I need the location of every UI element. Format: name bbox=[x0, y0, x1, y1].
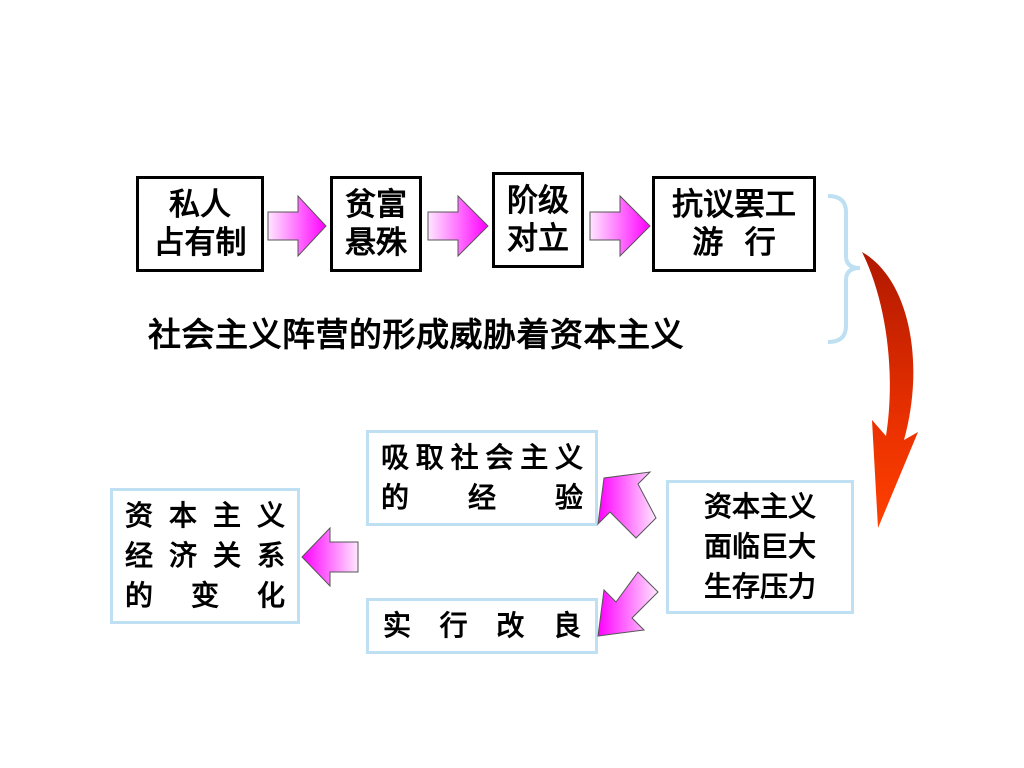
box-line: 对立 bbox=[507, 221, 569, 257]
char: 经 bbox=[467, 481, 496, 514]
char: 取 bbox=[415, 441, 444, 474]
box-line: 的 经 验 bbox=[381, 478, 583, 518]
char: 社 bbox=[450, 441, 479, 474]
box-line: 贫富 bbox=[345, 187, 407, 223]
char: 改 bbox=[496, 609, 525, 642]
box-line: 资 本 主 义 bbox=[125, 496, 285, 536]
arrow-down-left-icon bbox=[597, 571, 659, 637]
box-learn-experience: 吸 取 社 会 主 义 的 经 验 bbox=[366, 430, 598, 526]
box-line: 悬殊 bbox=[345, 225, 407, 261]
char: 本 bbox=[168, 499, 197, 532]
box-class-opposition: 阶级 对立 bbox=[492, 172, 584, 268]
box-wealth-gap: 贫富 悬殊 bbox=[330, 176, 422, 272]
char: 义 bbox=[554, 441, 583, 474]
char: 经 bbox=[125, 539, 154, 572]
arrow-right-icon bbox=[589, 194, 651, 258]
box-line: 私人 bbox=[169, 187, 231, 223]
arrow-up-left-icon bbox=[597, 471, 657, 539]
char: 主 bbox=[520, 441, 549, 474]
right-brace-icon bbox=[827, 194, 861, 344]
arrow-left-icon bbox=[301, 526, 359, 588]
box-survival-pressure: 资本主义 面临巨大 生存压力 bbox=[666, 480, 854, 614]
char: 会 bbox=[485, 441, 514, 474]
char: 实 bbox=[383, 609, 412, 642]
box-line: 占有制 bbox=[153, 225, 247, 261]
box-line: 实 行 改 良 bbox=[383, 606, 581, 646]
curved-arrow-down-icon bbox=[862, 252, 918, 528]
char: 的 bbox=[381, 481, 410, 514]
box-line: 吸 取 社 会 主 义 bbox=[381, 438, 583, 478]
char: 行 bbox=[439, 609, 468, 642]
char: 义 bbox=[256, 499, 285, 532]
box-implement-reform: 实 行 改 良 bbox=[366, 598, 598, 654]
char: 资 bbox=[125, 499, 154, 532]
char: 主 bbox=[212, 499, 241, 532]
char: 的 bbox=[125, 579, 154, 612]
char: 良 bbox=[552, 609, 581, 642]
box-line: 资本主义 bbox=[703, 490, 816, 523]
arrow-right-icon bbox=[267, 194, 327, 258]
socialist-camp-statement: 社会主义阵营的形成威胁着资本主义 bbox=[148, 315, 684, 354]
box-line: 游 行 bbox=[692, 225, 776, 261]
box-line: 阶级 bbox=[507, 183, 569, 219]
char: 吸 bbox=[381, 441, 410, 474]
arrow-right-icon bbox=[427, 194, 489, 258]
char: 变 bbox=[190, 579, 219, 612]
box-protest-strike: 抗议罢工 游 行 bbox=[652, 176, 816, 272]
char: 关 bbox=[212, 539, 241, 572]
char: 验 bbox=[554, 481, 583, 514]
box-line: 的 变 化 bbox=[125, 576, 285, 616]
char: 系 bbox=[256, 539, 285, 572]
box-line: 经 济 关 系 bbox=[125, 536, 285, 576]
box-line: 生存压力 bbox=[703, 570, 816, 603]
char: 济 bbox=[168, 539, 197, 572]
char: 化 bbox=[256, 579, 285, 612]
box-private-ownership: 私人 占有制 bbox=[136, 176, 264, 272]
box-economic-relations-change: 资 本 主 义 经 济 关 系 的 变 化 bbox=[110, 488, 300, 624]
box-line: 抗议罢工 bbox=[672, 187, 796, 223]
box-line: 面临巨大 bbox=[703, 530, 816, 563]
